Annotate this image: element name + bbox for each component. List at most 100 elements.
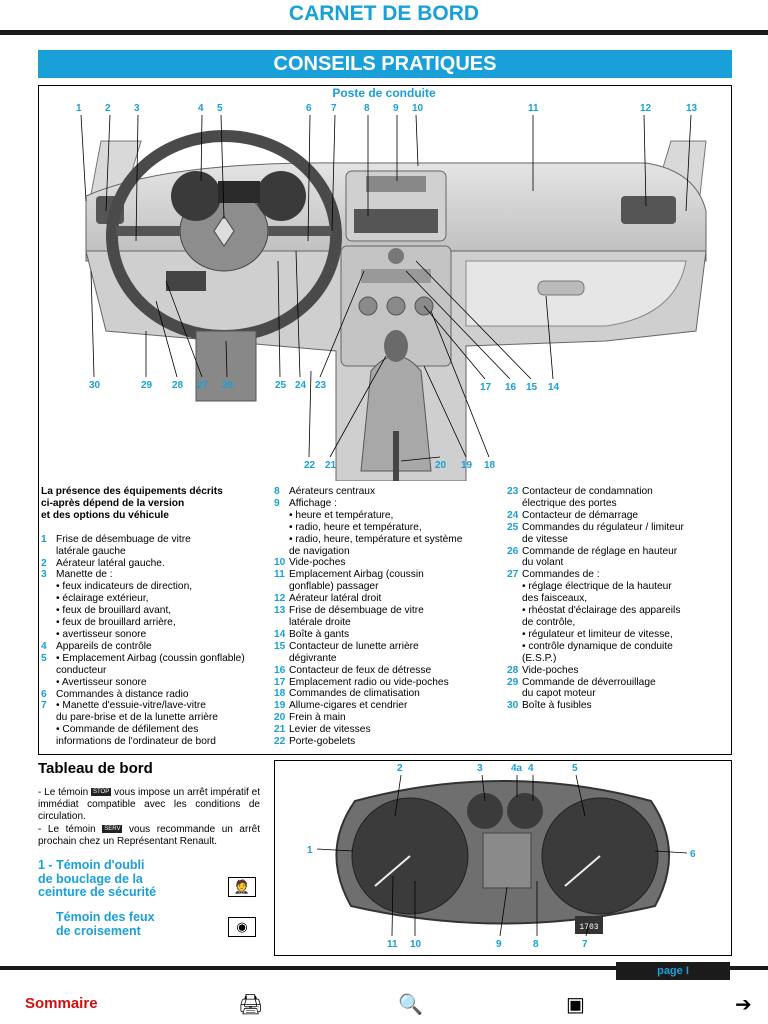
serv-paragraph: - Le témoin SERV vous recommande un arrê…	[38, 824, 260, 848]
callout-12: 12	[640, 103, 652, 114]
dipped-beam-icon: ◉	[228, 917, 256, 937]
callout-24: 24	[295, 380, 307, 391]
callout-15: 15	[526, 382, 538, 393]
legend-number: 20	[274, 712, 286, 724]
seatbelt-warning-label: 1 - Témoin d'oubli de bouclage de la cei…	[38, 858, 208, 900]
legend-number: 19	[274, 700, 286, 712]
callout-18: 18	[484, 460, 496, 471]
legend-text: Commandes à distance radio	[56, 688, 189, 700]
callout-20: 20	[435, 460, 447, 471]
instrument-cluster-illustration: 1703 1 2 3 4a 4 5 6 7 8 9 10 11	[275, 761, 731, 955]
sommaire-link[interactable]: Sommaire	[25, 995, 98, 1012]
legend-text: Aérateurs centraux	[289, 486, 376, 497]
dashboard-title: Poste de conduite	[332, 86, 436, 100]
legend-column-1: La présence des équipements décrits ci-a…	[41, 486, 269, 748]
callout-29: 29	[141, 380, 153, 391]
seatbelt-number: 1 -	[38, 858, 57, 872]
legend-number: 1	[41, 533, 47, 545]
callout-10: 10	[412, 103, 424, 114]
callout-9: 9	[393, 103, 399, 114]
legend-intro: La présence des équipements décrits ci-a…	[41, 486, 223, 521]
legend-item: 8 Aérateurs centraux	[274, 486, 506, 498]
callout-21: 21	[325, 460, 337, 471]
serv-text-a: - Le témoin	[38, 823, 103, 835]
callout-numbers-bottom: 30 29 28 27 26 25 24 23 17 16 15 14 22 2…	[89, 380, 560, 471]
legend-text: Contacteur de condamnation électrique de…	[522, 486, 653, 509]
legend-number: 21	[274, 724, 286, 736]
legend-item: 4 Appareils de contrôle	[41, 641, 269, 653]
legend-text: Vide-poches	[289, 557, 346, 569]
legend-text: Contacteur de feux de détresse	[289, 664, 432, 676]
cluster-callout-4: 4	[528, 763, 534, 774]
callout-22: 22	[304, 460, 316, 471]
callout-5: 5	[217, 103, 223, 114]
legend-number: 4	[41, 640, 47, 652]
page-header-title: CARNET DE BORD	[288, 2, 480, 25]
legend-number: 23	[507, 486, 519, 497]
callout-2: 2	[105, 103, 111, 114]
print-icon[interactable]: 🖨	[238, 994, 264, 1016]
legend-text: Commandes de : • réglage électrique de l…	[522, 569, 681, 664]
legend-text: Manette de : • feux indicateurs de direc…	[56, 569, 193, 640]
dashboard-frame	[38, 85, 732, 755]
legend-text: Appareils de contrôle	[56, 640, 152, 652]
callout-1: 1	[76, 103, 82, 114]
cluster-callout-10: 10	[410, 939, 422, 950]
legend-number: 16	[274, 664, 286, 676]
seatbelt-icon: 🤵	[228, 877, 256, 897]
legend-item: 7• Manette d'essuie-vitre/lave-vitre du …	[41, 700, 269, 748]
legend-text: Levier de vitesses	[289, 724, 371, 736]
legend-number: 28	[507, 664, 519, 676]
stop-icon: STOP	[91, 788, 112, 797]
zoom-page-icon[interactable]: 🔍	[398, 994, 423, 1016]
legend-number: 30	[507, 700, 519, 712]
callout-19: 19	[461, 460, 473, 471]
next-arrow-icon[interactable]: ➔	[735, 994, 752, 1016]
legend-text: Frise de désembuage de vitre latérale dr…	[289, 605, 424, 628]
bottom-rule	[0, 966, 768, 970]
callout-7: 7	[331, 103, 337, 114]
legend-number: 29	[507, 676, 519, 688]
legend-text: Affichage : • heure et température, • ra…	[289, 497, 463, 557]
legend-number: 8	[274, 486, 280, 497]
binoculars-icon[interactable]: ▣	[566, 994, 585, 1016]
legend-number: 3	[41, 569, 47, 581]
seatbelt-text: Témoin d'oubli de bouclage de la ceintur…	[38, 858, 157, 899]
legend-text: Allume-cigares et cendrier	[289, 700, 408, 712]
legend-number: 13	[274, 605, 286, 617]
legend-text: Commande de réglage en hauteur du volant	[522, 545, 678, 569]
callout-3: 3	[134, 103, 140, 114]
top-rule	[0, 30, 768, 35]
cluster-callout-3: 3	[477, 763, 483, 774]
legend-number: 9	[274, 497, 280, 509]
cluster-callout-4a: 4a	[511, 763, 523, 774]
legend-item: 5• Emplacement Airbag (coussin gonflable…	[41, 653, 269, 689]
legend-text: Vide-poches	[522, 664, 579, 676]
callout-28: 28	[172, 380, 184, 391]
cluster-callout-7: 7	[582, 939, 588, 950]
dipped-beam-label: Témoin des feux de croisement	[56, 910, 155, 938]
legend-text: Emplacement radio ou vide-poches	[289, 676, 449, 688]
tableau-title: Tableau de bord	[38, 760, 153, 777]
legend-text: • Emplacement Airbag (coussin gonflable)…	[56, 652, 245, 688]
legend-number: 12	[274, 593, 286, 605]
odometer-readout: 1703	[579, 923, 598, 932]
legend-text: Aérateur latéral droit	[289, 593, 382, 605]
legend-number: 18	[274, 688, 286, 700]
